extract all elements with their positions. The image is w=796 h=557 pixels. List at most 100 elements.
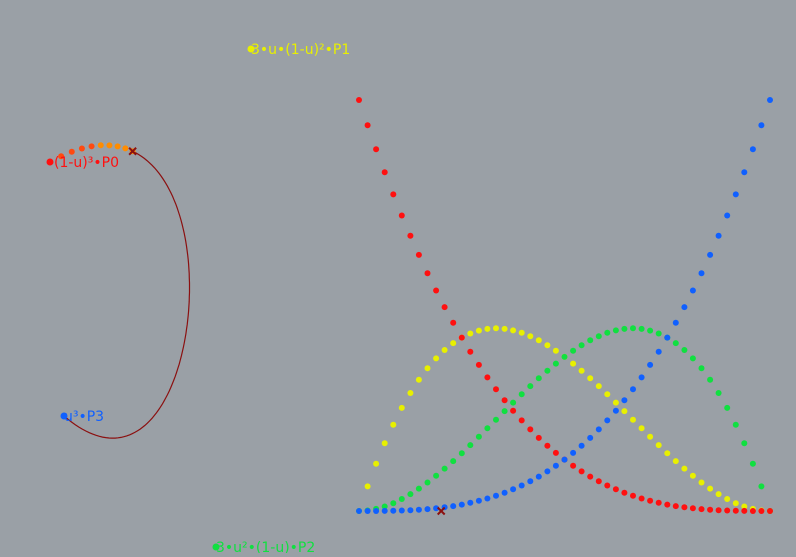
label-p0: (1-u)³•P0: [54, 155, 119, 171]
basis-point: [484, 495, 491, 502]
basis-point: [407, 491, 414, 498]
basis-point: [732, 500, 739, 507]
basis-point: [638, 325, 645, 332]
basis-point: [458, 501, 465, 508]
basis-point: [510, 407, 517, 414]
basis-point: [698, 479, 705, 486]
basis-point: [364, 508, 371, 514]
label-p2: 3•u²•(1-u)•P2: [216, 540, 315, 553]
basis-point: [741, 169, 748, 176]
basis-point: [373, 508, 380, 514]
basis-point: [647, 361, 654, 368]
basis-point: [630, 492, 636, 499]
basis-point: [638, 425, 645, 432]
basis-point: [433, 355, 440, 362]
basis-point: [561, 353, 568, 360]
basis-point: [570, 462, 577, 469]
basis-point: [587, 434, 594, 441]
basis-point: [612, 327, 619, 334]
basis-point: [518, 329, 525, 336]
basis-point: [681, 465, 688, 472]
basis-point: [724, 404, 731, 411]
basis-point: [398, 212, 405, 219]
basis-point: [749, 508, 756, 514]
basis-point: [467, 442, 474, 449]
basis-point: [527, 478, 534, 485]
curve-trace-point: [97, 142, 104, 149]
basis-point: [415, 251, 422, 258]
basis-point: [433, 472, 440, 479]
basis-point: [501, 489, 508, 496]
basis-point: [689, 505, 696, 512]
basis-point: [467, 348, 474, 355]
basis-point: [535, 375, 542, 382]
basis-point: [493, 386, 499, 393]
basis-point: [570, 449, 577, 456]
basis-point: [381, 169, 388, 176]
basis-point: [758, 122, 765, 129]
current-u-marker: [128, 147, 137, 156]
basis-point: [604, 329, 611, 336]
basis-point: [749, 460, 756, 467]
basis-point: [664, 501, 671, 508]
basis-point: [433, 505, 440, 512]
basis-point: [544, 342, 551, 349]
basis-point: [535, 434, 542, 441]
basis-point: [724, 212, 731, 219]
basis-point: [510, 399, 517, 406]
basis-point: [501, 325, 508, 332]
basis-point: [715, 390, 722, 396]
basis-point: [450, 340, 457, 347]
control-point-p2[interactable]: [212, 543, 220, 551]
basis-point: [390, 421, 397, 428]
basis-point: [681, 347, 688, 353]
basis-point: [424, 270, 431, 277]
basis-point: [424, 365, 431, 372]
basis-point: [767, 508, 773, 514]
basis-point: [407, 232, 414, 239]
basis-point: [732, 421, 739, 428]
basis-point: [373, 146, 380, 153]
basis-point: [441, 347, 448, 353]
basis-point: [475, 361, 482, 368]
basis-point: [715, 232, 722, 239]
basis-point: [458, 334, 465, 341]
basis-point: [604, 482, 611, 489]
basis-point: [630, 386, 636, 393]
basis-point: [527, 426, 534, 433]
label-p1: 3•u•(1-u)²•P1: [251, 42, 350, 58]
basis-point: [510, 486, 517, 493]
basis-point: [672, 319, 679, 326]
basis-point: [450, 458, 457, 465]
control-point-p1[interactable]: [247, 45, 255, 53]
control-point-p3[interactable]: [60, 412, 68, 420]
basis-point: [621, 408, 628, 415]
basis-point: [595, 426, 602, 433]
basis-point: [552, 462, 559, 469]
basis-point: [749, 146, 756, 153]
basis-point: [647, 433, 654, 440]
basis-point: [527, 333, 534, 340]
basis-point: [578, 468, 585, 475]
basis-point: [570, 347, 577, 354]
basis-point: [535, 473, 542, 480]
basis-point: [390, 191, 397, 198]
basis-point: [467, 499, 474, 506]
basis-point: [758, 508, 765, 514]
basis-point: [647, 497, 654, 504]
basis-point: [758, 483, 765, 490]
basis-point: [544, 367, 551, 374]
basis-point: [595, 383, 602, 390]
basis-point: [604, 391, 611, 398]
basis-point: [767, 97, 773, 103]
basis-point: [510, 327, 517, 334]
curve-trace-point: [68, 148, 75, 155]
basis-series-p3: [356, 97, 773, 514]
basis-point: [587, 473, 594, 480]
basis-point: [390, 500, 397, 507]
control-point-p0[interactable]: [46, 158, 54, 166]
basis-point: [647, 327, 654, 334]
basis-point: [604, 417, 611, 424]
